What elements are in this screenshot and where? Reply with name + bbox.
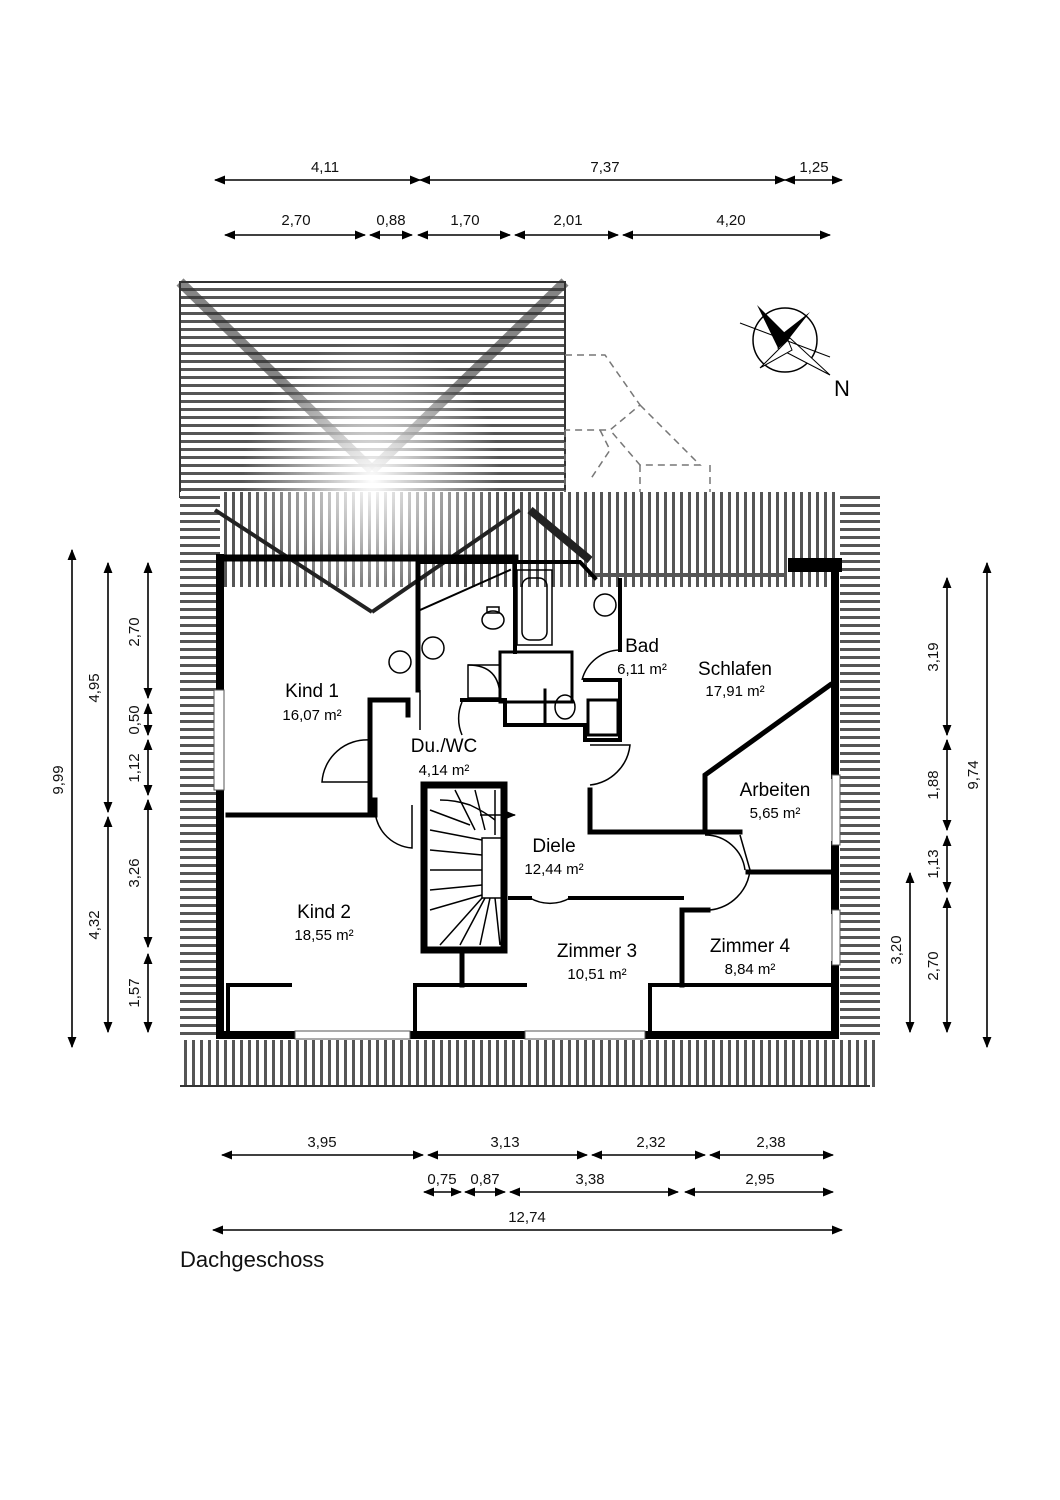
- dim-top2-3: 1,70: [450, 212, 479, 229]
- room-name-zimmer-3: Zimmer 3: [557, 941, 637, 962]
- room-name-kind-2: Kind 2: [297, 902, 351, 923]
- dim-bottom-1: 3,95: [307, 1134, 336, 1151]
- doors: [321, 649, 751, 911]
- dim-top-3: 1,25: [799, 159, 828, 176]
- dashed-outline: [564, 354, 711, 492]
- dim-bottom2-3: 3,38: [575, 1171, 604, 1188]
- dim-left-inner-2: 0,50: [126, 705, 143, 734]
- room-area-bad: 6,11 m²: [617, 661, 667, 678]
- room-name-diele: Diele: [532, 836, 575, 857]
- room-area-diele: 12,44 m²: [524, 861, 583, 878]
- room-name-zimmer-4: Zimmer 4: [710, 936, 791, 957]
- dim-top2-2: 0,88: [376, 212, 405, 229]
- room-area-schlafen: 17,91 m²: [705, 683, 764, 700]
- dim-left-inner-5: 1,57: [126, 978, 143, 1007]
- walls: [213, 554, 842, 1040]
- fixtures: [388, 569, 617, 720]
- roof: [176, 278, 880, 1087]
- dim-right-inner-1: 3,19: [925, 642, 942, 671]
- dim-top2-1: 2,70: [281, 212, 310, 229]
- room-name-schlafen: Schlafen: [698, 659, 772, 680]
- dim-right-inner-4: 2,70: [925, 951, 942, 980]
- room-area-zimmer-3: 10,51 m²: [567, 966, 626, 983]
- dimension-lines: [67, 175, 992, 1235]
- staircase: [429, 789, 517, 946]
- dim-bottom-total: 12,74: [508, 1209, 546, 1226]
- dim-bottom-4: 2,38: [756, 1134, 785, 1151]
- room-area-zimmer-4: 8,84 m²: [725, 961, 776, 978]
- room-area-kind-2: 18,55 m²: [294, 927, 353, 944]
- compass-icon: N: [739, 305, 850, 401]
- dim-left-inner-1: 2,70: [126, 617, 143, 646]
- room-name-du-wc: Du./WC: [411, 736, 478, 757]
- dim-left-mid-1: 4,95: [86, 673, 103, 702]
- room-name-kind-1: Kind 1: [285, 681, 339, 702]
- plan-title: Dachgeschoss: [180, 1247, 325, 1272]
- dim-left-inner-4: 3,26: [126, 858, 143, 887]
- dim-bottom-2: 3,13: [490, 1134, 519, 1151]
- dim-left-mid-2: 4,32: [86, 910, 103, 939]
- room-name-bad: Bad: [625, 636, 659, 657]
- dimension-labels: 4,11 7,37 1,25 2,70 0,88 1,70 2,01 4,20 …: [50, 159, 982, 1226]
- north-label: N: [834, 376, 850, 401]
- dim-right-extra: 3,20: [888, 935, 905, 964]
- dim-top-1: 4,11: [311, 159, 339, 176]
- room-labels: Kind 1 16,07 m² Du./WC 4,14 m² Bad 6,11 …: [282, 636, 810, 983]
- dim-bottom2-2: 0,87: [470, 1171, 499, 1188]
- dim-bottom-3: 2,32: [636, 1134, 665, 1151]
- room-area-kind-1: 16,07 m²: [282, 707, 341, 724]
- dim-top-2: 7,37: [590, 159, 619, 176]
- dim-top2-5: 4,20: [716, 212, 745, 229]
- dim-bottom2-4: 2,95: [745, 1171, 774, 1188]
- dim-right-inner-2: 1,88: [925, 770, 942, 799]
- dim-top2-4: 2,01: [553, 212, 582, 229]
- dim-right-inner-3: 1,13: [925, 849, 942, 878]
- dim-right-outer: 9,74: [965, 760, 982, 789]
- room-name-arbeiten: Arbeiten: [740, 780, 811, 801]
- dim-left-inner-3: 1,12: [126, 753, 143, 782]
- dim-left-outer: 9,99: [50, 765, 67, 794]
- dim-bottom2-1: 0,75: [427, 1171, 456, 1188]
- room-area-du-wc: 4,14 m²: [419, 762, 470, 779]
- room-area-arbeiten: 5,65 m²: [750, 805, 801, 822]
